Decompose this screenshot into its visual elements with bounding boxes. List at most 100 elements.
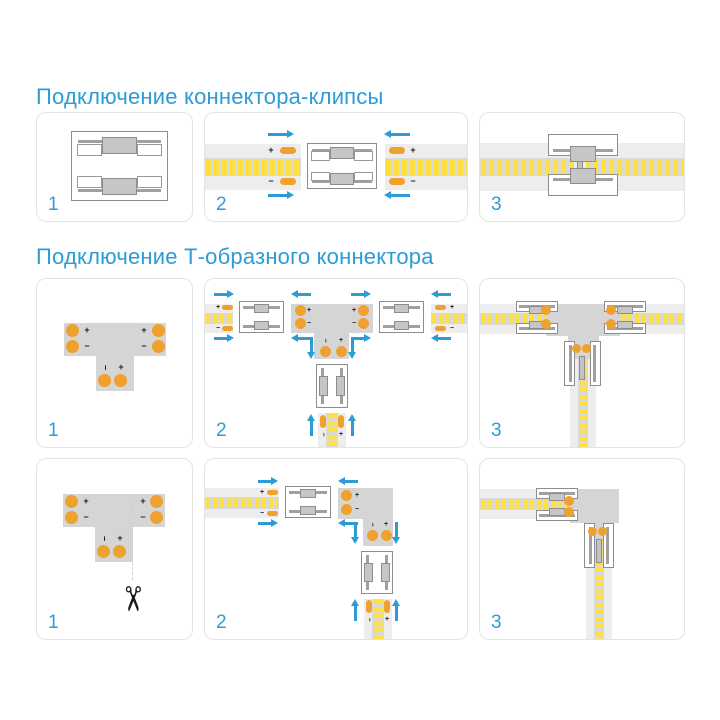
clip-center-bar — [579, 356, 585, 380]
clip-top-tab — [516, 301, 558, 315]
contact-pad-plus — [114, 374, 127, 387]
polarity-label: + — [268, 145, 274, 155]
panel-cut-step-1: + − + − − + ✂ 1 — [36, 458, 193, 640]
clip-contact-bar — [589, 526, 592, 565]
l-connector-corner — [570, 489, 619, 523]
solder-pad-minus — [389, 178, 405, 185]
clip-contact-block — [336, 375, 346, 397]
contact-pad-plus — [66, 324, 79, 337]
solder-pad-minus — [222, 326, 233, 331]
led-band — [205, 158, 301, 176]
arrow-right-icon — [258, 477, 278, 484]
clip-bottom-tab — [516, 320, 558, 334]
clip-connector — [71, 131, 168, 201]
contact-pad-plus — [152, 324, 165, 337]
clip-contact-block — [393, 304, 410, 313]
clip-left-tab — [564, 341, 575, 386]
clip-right-tab — [603, 523, 614, 568]
clip-contact-block — [102, 136, 137, 154]
led-band — [480, 498, 570, 510]
clip-contact-bar — [569, 344, 572, 383]
contact-pad-minus — [358, 318, 369, 329]
polarity-label: − — [365, 617, 373, 622]
section-title-tee-connector: Подключение Т-образного коннектора — [36, 244, 434, 269]
clip-contact-block — [570, 146, 596, 162]
arrow-down-icon — [351, 522, 358, 544]
arrow-right-icon — [258, 519, 278, 526]
panel-clip-step-1: 1 — [36, 112, 193, 222]
led-chips — [373, 600, 383, 639]
solder-pad-minus — [267, 511, 278, 516]
led-chips — [206, 498, 278, 508]
solder-pad-minus — [366, 600, 372, 613]
polarity-label: + — [215, 304, 221, 311]
clip-notch — [354, 171, 373, 181]
polarity-label: + — [259, 489, 265, 496]
clip-notch — [137, 143, 163, 157]
clip-notch — [311, 151, 330, 161]
clip-contact-bar — [606, 526, 609, 565]
clip-contact-block — [253, 321, 270, 330]
clip-left-tab — [584, 523, 595, 568]
contact-pad-minus — [320, 346, 331, 357]
led-strip — [205, 488, 279, 518]
polarity-label: + — [118, 362, 124, 372]
contact-pad — [606, 305, 616, 315]
clip-connector — [285, 486, 331, 518]
led-band — [593, 539, 605, 639]
polarity-label: − — [83, 512, 89, 522]
clip-contact-block — [617, 305, 633, 315]
arrow-left-icon — [431, 290, 451, 297]
clip-contact-block — [549, 507, 565, 517]
arrow-left-icon — [384, 191, 410, 198]
contact-pad-plus — [150, 495, 163, 508]
led-chips — [578, 360, 588, 447]
polarity-label: + — [338, 431, 344, 438]
clip-notch — [311, 171, 330, 181]
solder-pad-plus — [267, 490, 278, 495]
led-band — [431, 312, 467, 325]
clip-notch — [76, 175, 102, 189]
led-band — [326, 413, 338, 447]
clip-contact-bar — [593, 344, 596, 383]
led-chips — [327, 414, 337, 447]
led-band — [372, 599, 384, 639]
arrow-up-icon — [348, 414, 355, 436]
step-number: 1 — [48, 194, 59, 215]
contact-pad-plus — [381, 530, 392, 541]
led-chips — [481, 314, 545, 324]
polarity-label: + — [354, 492, 360, 499]
polarity-label: − — [321, 338, 329, 343]
solder-pad-plus — [384, 600, 390, 613]
arrow-right-icon — [351, 334, 371, 341]
contact-pad — [572, 344, 581, 353]
step-number: 3 — [491, 420, 502, 441]
polarity-label: + — [338, 337, 344, 344]
contact-pad-plus — [358, 305, 369, 316]
contact-pad-plus — [113, 545, 126, 558]
led-band — [620, 313, 684, 325]
polarity-label: − — [84, 341, 90, 351]
solder-pad-minus — [280, 178, 296, 185]
step-number: 2 — [216, 194, 227, 215]
arrow-down-icon — [307, 337, 314, 359]
polarity-label: − — [351, 320, 357, 327]
clip-contact-block — [329, 147, 355, 159]
led-chips — [594, 540, 604, 639]
clip-connector — [307, 143, 377, 189]
clip-notch — [354, 151, 373, 161]
contact-pad-plus — [336, 346, 347, 357]
panel-clip-step-3: 3 — [479, 112, 685, 222]
clip-contact-block — [549, 492, 565, 502]
clip-bottom-tab — [604, 320, 646, 334]
led-strip — [205, 144, 301, 190]
polarity-label: − — [141, 341, 147, 351]
clip-contact-block — [617, 320, 633, 330]
polarity-label: − — [306, 320, 312, 327]
clip-contact-block — [570, 168, 596, 184]
arrow-right-icon — [214, 290, 234, 297]
step-number: 2 — [216, 612, 227, 633]
arrow-up-icon — [392, 599, 399, 621]
step-number: 1 — [48, 612, 59, 633]
